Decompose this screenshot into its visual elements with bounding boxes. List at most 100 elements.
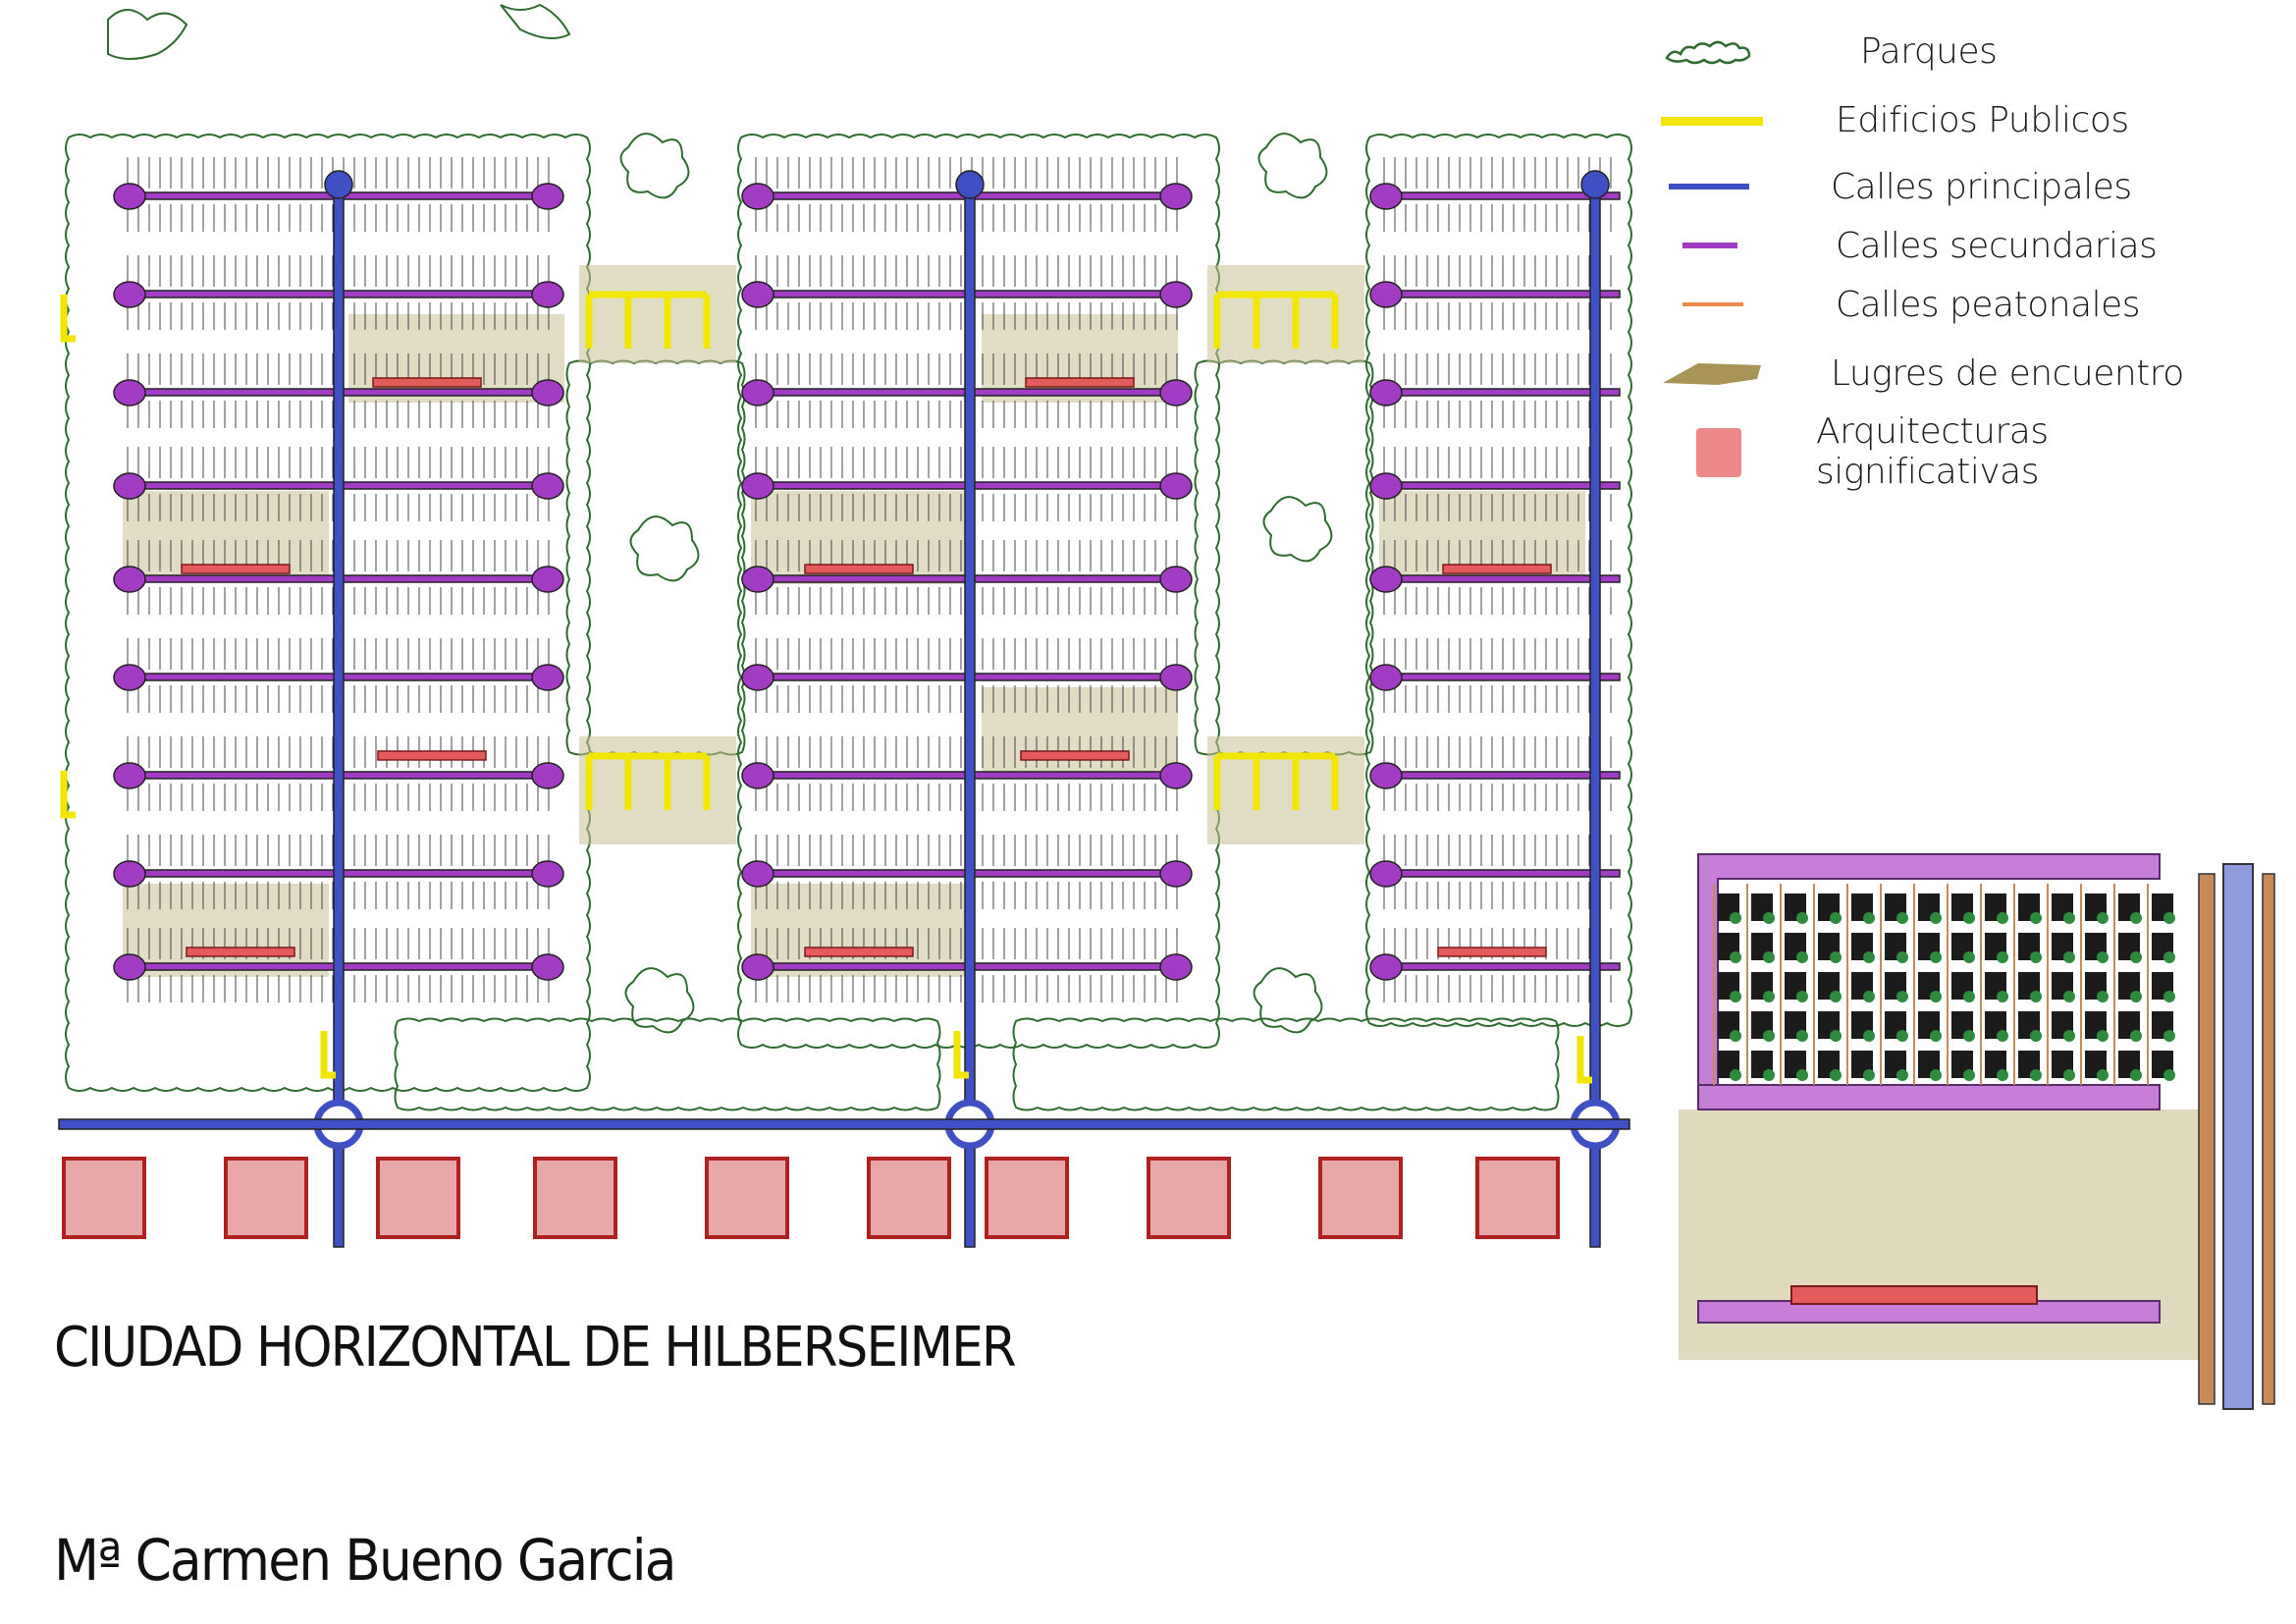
commercial-block [533,1157,617,1239]
inset-tree [1763,991,1775,1002]
inset-tree [2097,912,2109,924]
park-boundary [65,134,591,1092]
public-building-small [320,1031,336,1079]
inset-tree [1997,912,2008,924]
legend-item-parques: Parques [1629,20,2277,83]
inset-tree [1763,1069,1775,1081]
inset-tree [1896,991,1908,1002]
cul-de-sac [1159,762,1193,789]
legend-label-secondary-streets: Calles secundarias [1836,225,2158,266]
secondary-street [1383,481,1621,490]
significant-building [1437,947,1547,957]
inset-tree [2130,991,2142,1002]
public-building [585,752,711,810]
inset-tree [2163,912,2175,924]
park-boundary [737,134,1220,1049]
secondary-street [1383,290,1621,298]
cul-de-sac [1159,566,1193,593]
significant-building [377,750,487,761]
legend-item-edificios-publicos: Edificios Publicos [1629,83,2277,157]
cul-de-sac [1369,472,1403,500]
inset-tree [2030,991,2042,1002]
cul-de-sac [741,860,774,888]
cul-de-sac [113,762,146,789]
inset-tree [1930,1069,1942,1081]
inset-tree [1930,1030,1942,1042]
legend: Parques Edificios Publicos Calles princi… [1629,20,2277,492]
cul-de-sac [741,281,774,308]
inset-tree [2030,1069,2042,1081]
inset-tree [1997,951,2008,963]
public-building-small [953,1031,969,1079]
cul-de-sac [531,472,564,500]
secondary-street [1383,962,1621,971]
inset-tree [2097,991,2109,1002]
legend-item-lugares-de-encuentro: Lugres de encuentro [1629,334,2277,412]
legend-label-pedestrian-streets: Calles peatonales [1836,284,2141,325]
inset-tree [1963,912,1975,924]
cul-de-sac [1159,379,1193,406]
cul-de-sac [531,566,564,593]
secondary-street [1383,574,1621,583]
cul-de-sac [741,566,774,593]
meeting-area [579,265,736,363]
inset-tree [1930,912,1942,924]
cul-de-sac [1159,860,1193,888]
inset-tree [1730,912,1741,924]
tree-cluster [1253,967,1323,1034]
detail-inset [1679,853,2275,1410]
inset-tree [1830,951,1842,963]
inset-tree [1963,991,1975,1002]
significant-building [804,564,914,574]
cul-de-sac [113,281,146,308]
inset-tree [1896,912,1908,924]
commercial-block [1318,1157,1403,1239]
inset-tree [1896,1030,1908,1042]
legend-item-calles-peatonales: Calles peatonales [1629,275,2277,334]
cul-de-sac [531,664,564,691]
inset-tree [2163,951,2175,963]
park-icon [1665,40,1751,64]
inset-tree [2030,912,2042,924]
inset-tree [2097,1030,2109,1042]
inset-tree [2063,991,2075,1002]
inset-secondary-street [1697,1084,2161,1110]
commercial-block [705,1157,789,1239]
cul-de-sac [531,183,564,210]
inset-tree [1730,1030,1741,1042]
cul-de-sac [531,860,564,888]
meeting-place-swatch [1663,363,1761,385]
cul-de-sac [1159,472,1193,500]
inset-tree [2097,951,2109,963]
drawing-title: CIUDAD HORIZONTAL DE HILBERSEIMER [54,1316,1017,1380]
cul-de-sac [1369,281,1403,308]
park-areas [65,3,1632,1111]
cul-de-sac [1369,860,1403,888]
author-name: Mª Carmen Bueno Garcia [54,1527,676,1594]
cul-de-sac [1369,183,1403,210]
inset-tree [2130,951,2142,963]
cul-de-sac [741,379,774,406]
inset-tree [1863,1069,1875,1081]
significant-building [1442,564,1552,574]
inset-tree [1896,951,1908,963]
inset-tree [1997,991,2008,1002]
secondary-street [1383,388,1621,397]
park-boundary [394,1017,941,1111]
inset-tree [1763,1030,1775,1042]
significant-building [1025,377,1135,388]
cul-de-sac [1159,664,1193,691]
inset-tree [1830,1030,1842,1042]
tree-cluster [619,133,690,199]
secondary-street [1383,869,1621,878]
inset-tree [1730,991,1741,1002]
commercial-blocks [62,1157,1560,1239]
cul-de-sac [113,664,146,691]
cul-de-sac [741,664,774,691]
secondary-street-swatch [1682,243,1737,248]
significant-architecture-swatch [1696,428,1741,477]
meeting-area [348,314,564,403]
significant-architectures [181,377,1552,957]
secondary-street [1383,673,1621,681]
inset-tree [1963,951,1975,963]
